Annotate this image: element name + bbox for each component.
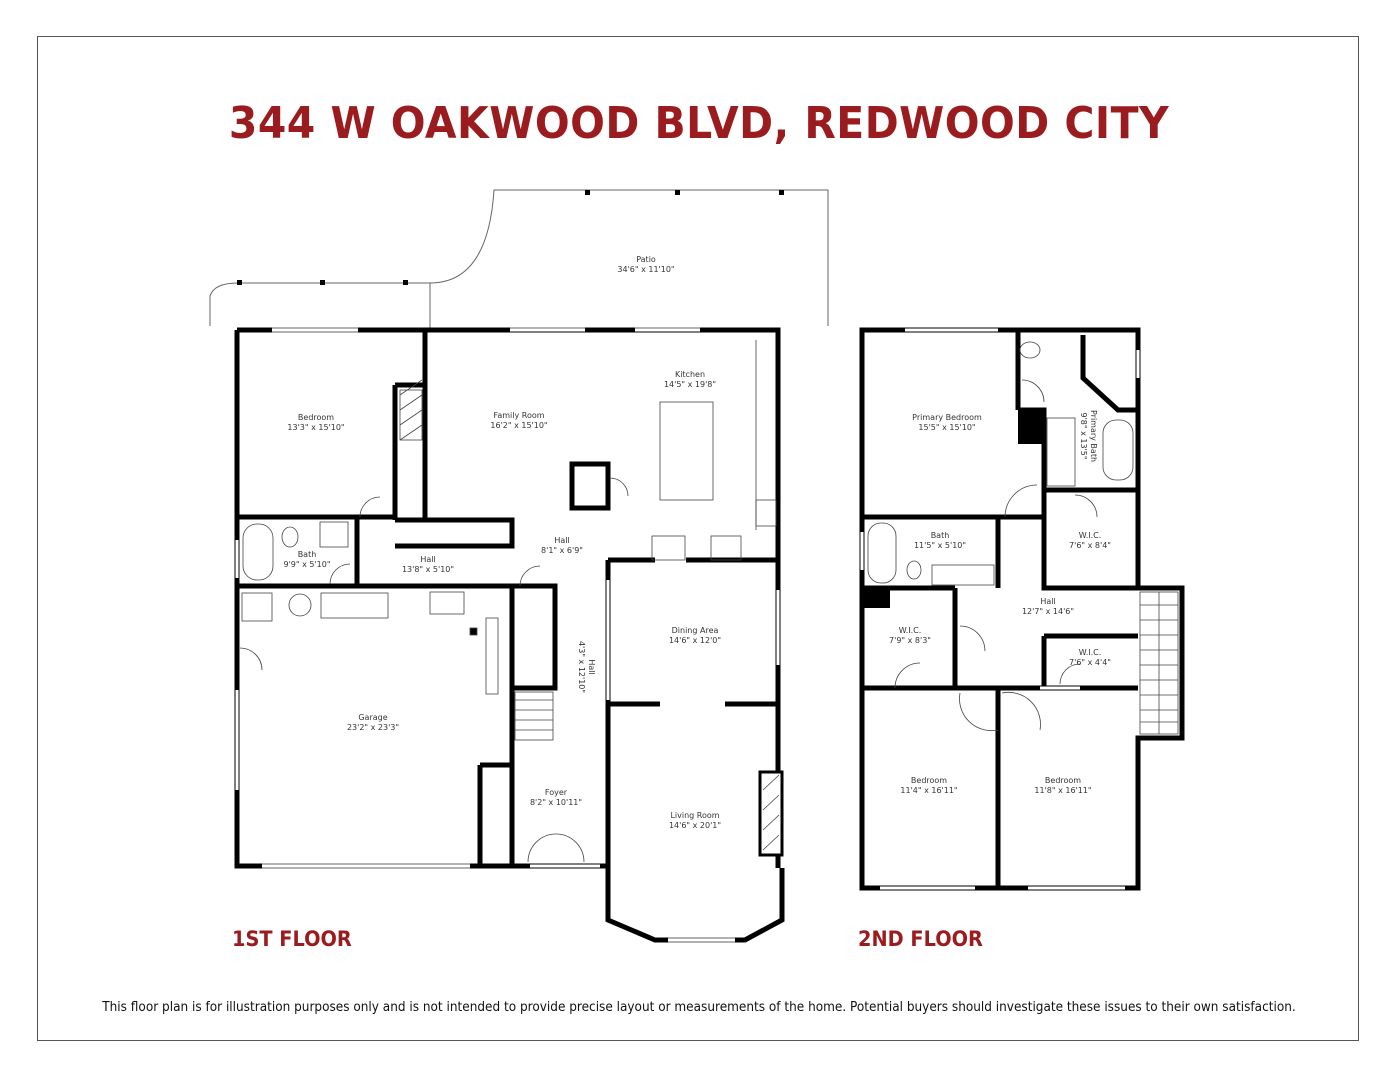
- first-floor-label: 1ST FLOOR: [232, 927, 352, 951]
- patio-posts: [237, 190, 784, 285]
- page-title: 344 W OAKWOOD BLVD, REDWOOD CITY: [228, 98, 1170, 149]
- second-floor-label: 2ND FLOOR: [858, 927, 983, 951]
- first-floor-fixtures: [239, 340, 784, 863]
- room-wic-2: W.I.C.7'9" x 8'3": [889, 626, 931, 645]
- room-wic-3: W.I.C.7'6" x 4'4": [1069, 648, 1111, 667]
- patio-outline: [209, 189, 829, 330]
- disclaimer-text: This floor plan is for illustration purp…: [102, 1000, 1296, 1015]
- second-floor-windows: [860, 328, 1140, 890]
- second-floor-fixtures: [867, 341, 1179, 735]
- page-frame: [37, 36, 1359, 1041]
- room-wic-1: W.I.C.7'6" x 8'4": [1069, 531, 1111, 550]
- first-floor-windows: [235, 328, 780, 942]
